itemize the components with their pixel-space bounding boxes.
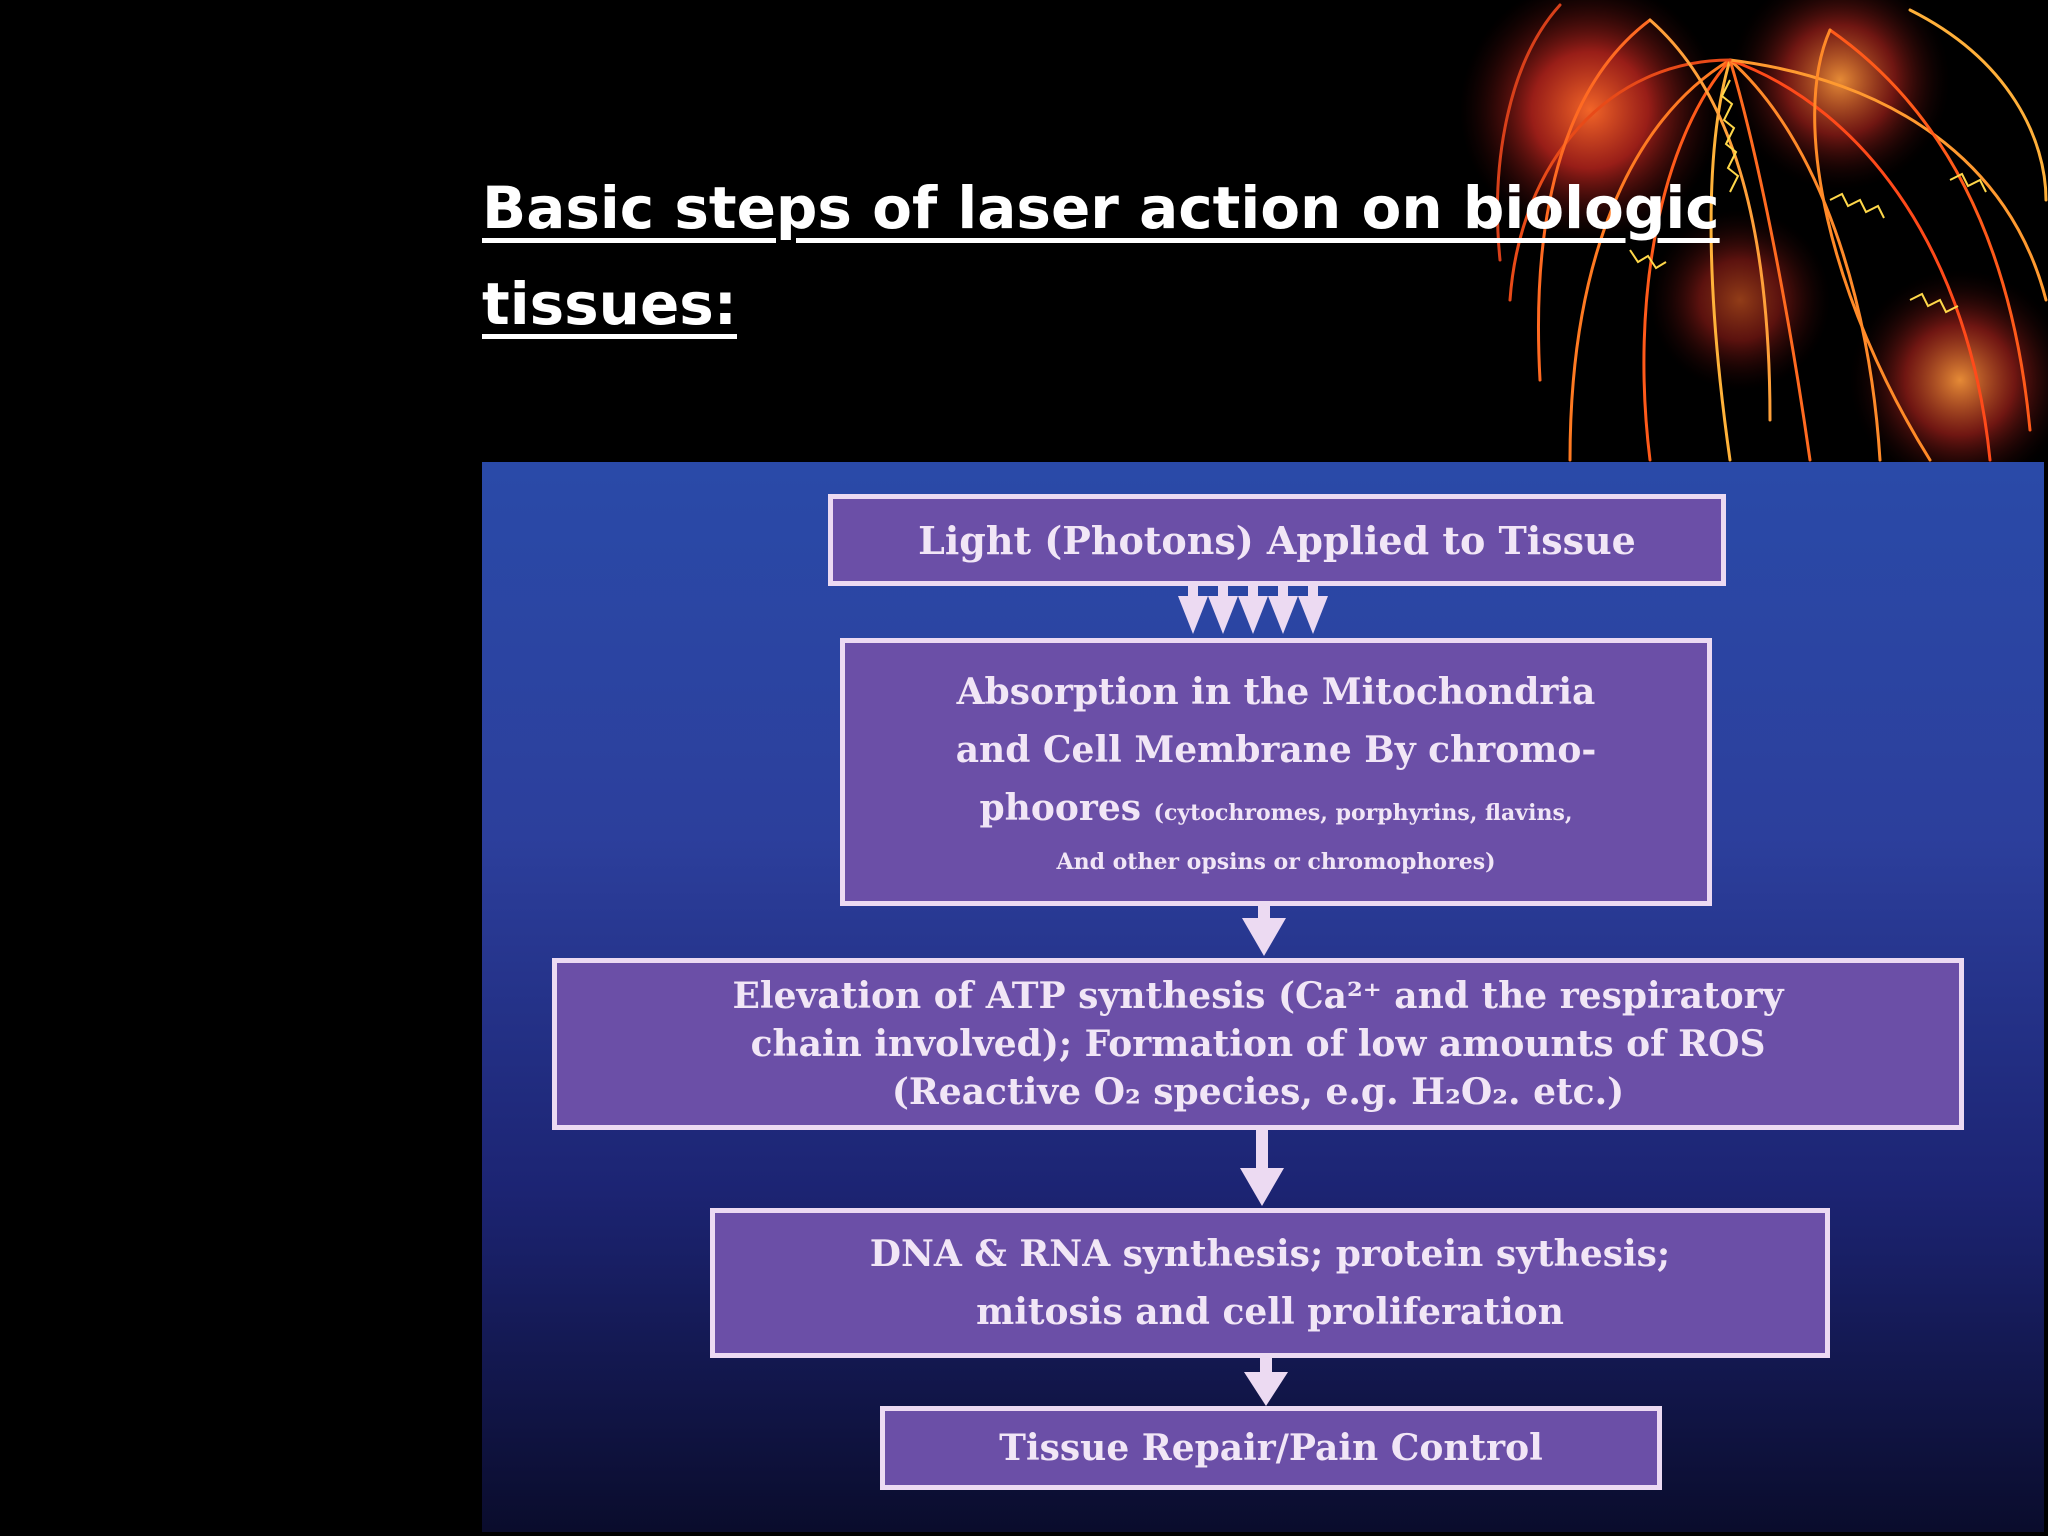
step-3-box: Elevation of ATP synthesis (Ca²⁺ and the… — [552, 958, 1964, 1130]
step-2-box: Absorption in the Mitochondria and Cell … — [840, 638, 1712, 906]
step-4-line-1: DNA & RNA synthesis; protein sythesis; — [869, 1233, 1671, 1275]
fireworks-decoration — [1410, 0, 2048, 462]
arrow-icon — [1268, 584, 1298, 634]
fireworks-graphic — [1460, 0, 2048, 462]
arrow-icon — [1208, 584, 1238, 634]
step-5-text: Tissue Repair/Pain Control — [999, 1427, 1543, 1469]
step-2-line-4: And other opsins or chromophores) — [1056, 848, 1496, 875]
step-3-line-3: (Reactive O₂ species, e.g. H₂O₂. etc.) — [891, 1071, 1625, 1113]
step-1-box: Light (Photons) Applied to Tissue — [828, 494, 1726, 586]
step-2-line-3-big: phoores — [979, 786, 1141, 829]
flow-arrows — [1178, 584, 1328, 1406]
step-3-line-1: Elevation of ATP synthesis (Ca²⁺ and the… — [732, 975, 1784, 1017]
arrow-icon — [1242, 904, 1286, 956]
step-2-line-1: Absorption in the Mitochondria — [956, 670, 1596, 713]
arrow-icon — [1240, 1130, 1284, 1206]
step-2-line-2: and Cell Membrane By chromo- — [955, 728, 1597, 771]
step-3-line-2: chain involved); Formation of low amount… — [750, 1023, 1766, 1065]
flowchart-panel: Light (Photons) Applied to Tissue Absorp… — [482, 462, 2044, 1532]
step-2-line-3: phoores (cytochromes, porphyrins, flavin… — [979, 779, 1572, 842]
step-5-box: Tissue Repair/Pain Control — [880, 1406, 1662, 1490]
arrow-icon — [1238, 584, 1268, 634]
arrow-icon — [1244, 1358, 1288, 1406]
step-1-text: Light (Photons) Applied to Tissue — [918, 517, 1636, 563]
arrow-icon — [1178, 584, 1208, 634]
slide-title: Basic steps of laser action on biologic … — [482, 174, 1720, 338]
step-4-line-2: mitosis and cell proliferation — [976, 1291, 1564, 1333]
arrow-icon — [1298, 584, 1328, 634]
step-4-box: DNA & RNA synthesis; protein sythesis; m… — [710, 1208, 1830, 1358]
step-2-line-3-small: (cytochromes, porphyrins, flavins, — [1153, 799, 1573, 826]
